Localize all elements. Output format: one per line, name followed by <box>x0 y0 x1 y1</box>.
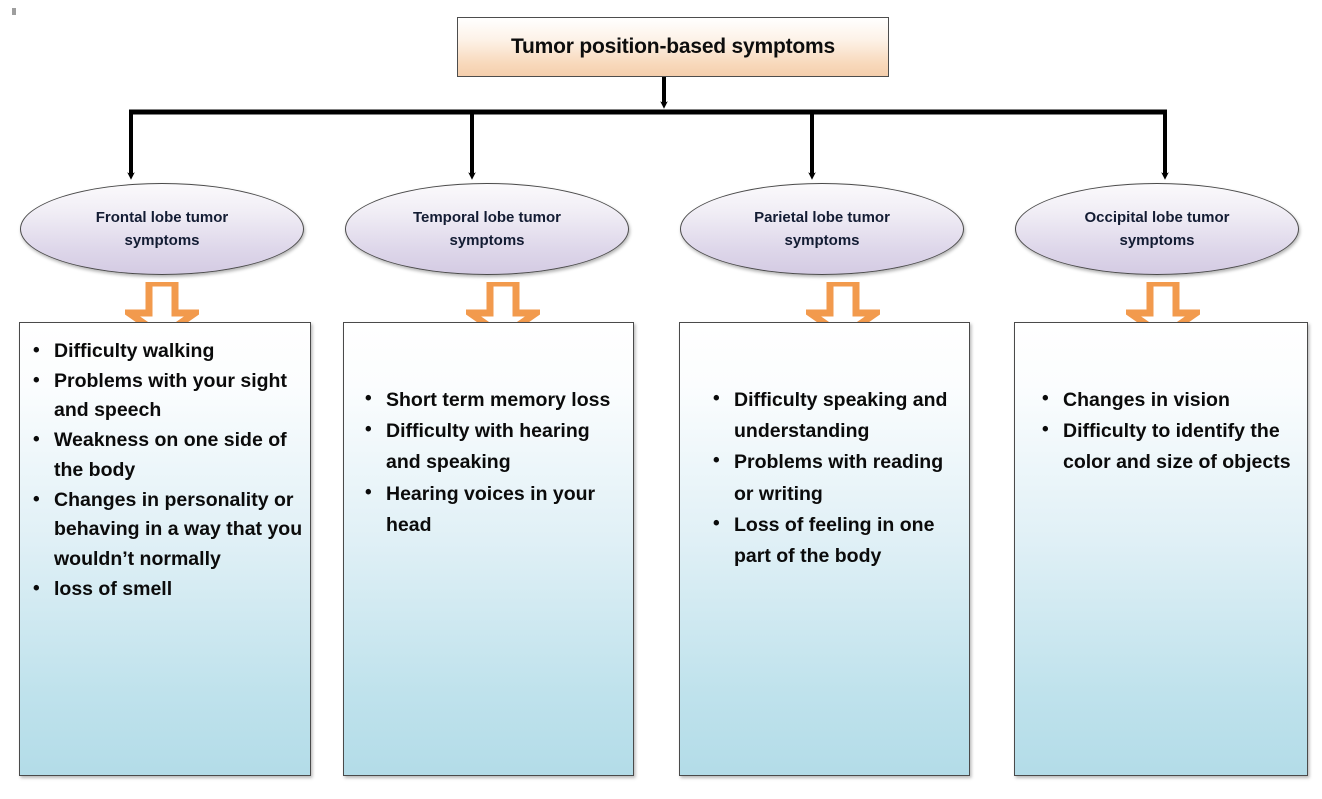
symptom-list-item: Hearing voices in your head <box>358 478 629 541</box>
symptom-list-temporal: Short term memory lossDifficulty with he… <box>358 384 629 541</box>
symptom-list-item: Difficulty with hearing and speaking <box>358 415 629 478</box>
symptom-list-item: Problems with reading or writing <box>706 446 965 509</box>
symptom-list-item: Difficulty walking <box>26 336 306 367</box>
symptom-list-item: Changes in personality or behaving in a … <box>26 485 306 575</box>
symptom-box-temporal: Short term memory lossDifficulty with he… <box>343 322 634 776</box>
node-frontal-lobe-label: Frontal lobe tumor symptoms <box>95 208 229 249</box>
node-temporal-lobe-label: Temporal lobe tumor symptoms <box>412 208 562 249</box>
symptom-list-item: Loss of feeling in one part of the body <box>706 509 965 572</box>
root-node-label: Tumor position-based symptoms <box>510 35 835 58</box>
symptom-box-frontal: Difficulty walkingProblems with your sig… <box>19 322 311 776</box>
symptom-list-item: Changes in vision <box>1035 384 1303 416</box>
symptom-box-parietal: Difficulty speaking and understandingPro… <box>679 322 970 776</box>
node-parietal-lobe-label: Parietal lobe tumor symptoms <box>754 208 890 249</box>
node-occipital-lobe[interactable]: Occipital lobe tumor symptoms <box>1015 183 1299 275</box>
node-parietal-lobe[interactable]: Parietal lobe tumor symptoms <box>680 183 964 275</box>
symptom-list-item: Weakness on one side of the body <box>26 425 306 485</box>
symptom-list-item: loss of smell <box>26 574 306 605</box>
symptom-list-item: Difficulty to identify the color and siz… <box>1035 415 1303 478</box>
node-temporal-lobe[interactable]: Temporal lobe tumor symptoms <box>345 183 629 275</box>
node-occipital-lobe-label: Occipital lobe tumor symptoms <box>1084 208 1230 249</box>
symptom-list-parietal: Difficulty speaking and understandingPro… <box>706 384 965 572</box>
scan-artifact-speck <box>12 8 16 15</box>
node-frontal-lobe[interactable]: Frontal lobe tumor symptoms <box>20 183 304 275</box>
symptom-list-occipital: Changes in visionDifficulty to identify … <box>1035 384 1303 479</box>
symptom-list-item: Difficulty speaking and understanding <box>706 384 965 447</box>
symptom-list-frontal: Difficulty walkingProblems with your sig… <box>26 336 306 605</box>
symptom-box-occipital: Changes in visionDifficulty to identify … <box>1014 322 1308 776</box>
symptom-list-item: Short term memory loss <box>358 384 629 416</box>
root-node-tumor-position-based-symptoms[interactable]: Tumor position-based symptoms <box>457 17 889 77</box>
symptom-list-item: Problems with your sight and speech <box>26 366 306 426</box>
